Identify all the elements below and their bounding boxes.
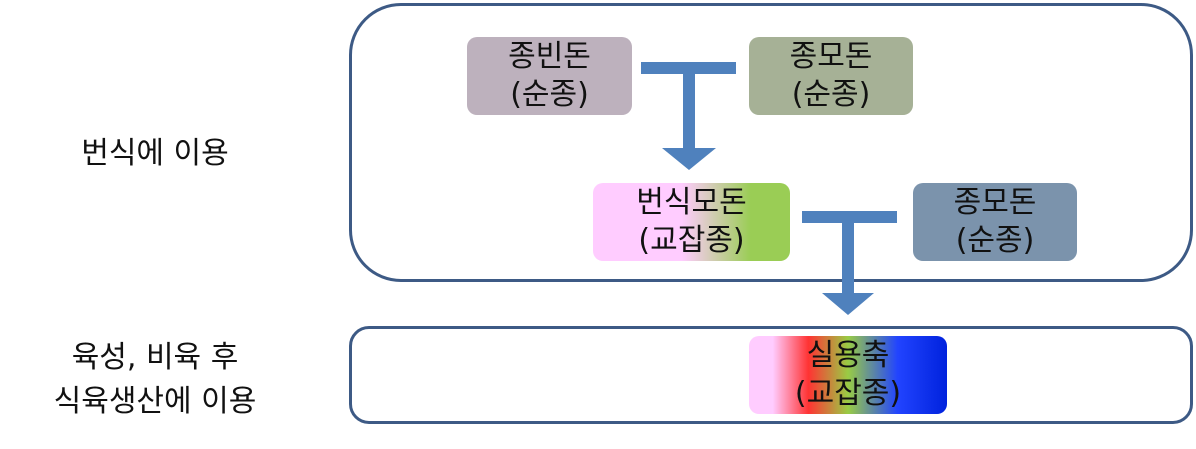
dam-purebred-1-name: 종모돈 [789,39,873,74]
breeding-use-label: 번식에 이용 [40,132,270,176]
breeding-dam-crossbred-box: 번식모돈 (교잡종) [593,183,790,261]
commercial-pig-name: 실용축 [806,338,890,373]
dam-purebred-box-2: 종모돈 (순종) [913,183,1077,261]
production-use-line2: 식육생산에 이용 [53,384,257,419]
sire-purebred-name: 종빈돈 [508,39,591,74]
breeding-dam-name: 번식모돈 [636,185,747,220]
cross-arrow-2-head [822,293,874,315]
commercial-pig-type: (교잡종) [794,376,902,411]
dam-purebred-1-type: (순종) [791,77,871,112]
sire-purebred-type: (순종) [510,77,589,112]
production-use-label: 육성, 비육 후 식육생산에 이용 [10,336,300,424]
sire-purebred-box: 종빈돈 (순종) [467,37,632,115]
dam-purebred-2-type: (순종) [955,223,1035,258]
commercial-pig-box: 실용축 (교잡종) [749,336,947,414]
dam-purebred-box-1: 종모돈 (순종) [749,37,913,115]
production-use-line1: 육성, 비육 후 [71,340,239,375]
breeding-use-text: 번식에 이용 [81,136,229,171]
dam-purebred-2-name: 종모돈 [953,185,1037,220]
breeding-dam-type: (교잡종) [638,223,745,258]
